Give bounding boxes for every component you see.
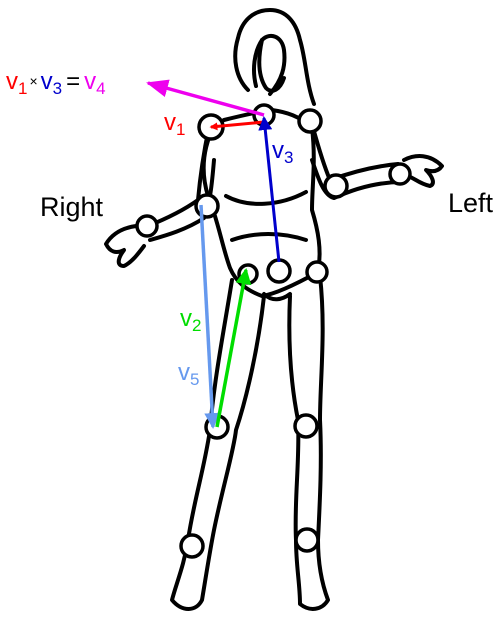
label-v1: v1 bbox=[164, 109, 185, 139]
left-side-label: Left bbox=[448, 188, 494, 218]
crotch-line bbox=[264, 294, 290, 299]
label-v5: v5 bbox=[178, 359, 199, 389]
left-shoulder-joint bbox=[299, 110, 321, 132]
equation: v1×v3=v4 bbox=[6, 68, 106, 98]
left-elbow-joint bbox=[325, 175, 347, 197]
equation-v4-sub: 4 bbox=[96, 79, 105, 98]
right-elbow-joint bbox=[196, 195, 218, 217]
vector-v5-arrow bbox=[201, 205, 213, 427]
left-upper-arm bbox=[312, 124, 398, 180]
left-wrist-joint bbox=[390, 164, 410, 184]
face-outline bbox=[259, 40, 284, 91]
waist-line bbox=[232, 234, 306, 240]
left-hip-joint bbox=[307, 262, 327, 282]
left-knee-joint bbox=[295, 415, 317, 437]
mid-hip-joint bbox=[268, 260, 290, 282]
right-wrist-joint bbox=[137, 216, 157, 236]
label-v2: v2 bbox=[180, 305, 201, 335]
right-side-label: Right bbox=[40, 192, 104, 222]
right-hip-joint bbox=[239, 265, 257, 283]
equation-v4: v bbox=[84, 68, 96, 95]
right-ankle-joint bbox=[181, 535, 203, 557]
equation-v1-sub: 1 bbox=[18, 79, 27, 98]
equation-v3: v bbox=[41, 68, 53, 95]
chest-line bbox=[226, 192, 306, 204]
equation-cross: × bbox=[29, 73, 37, 89]
left-ankle-joint bbox=[296, 529, 318, 551]
equation-v3-sub: 3 bbox=[53, 79, 62, 98]
equation-equals: = bbox=[66, 68, 80, 95]
equation-v1: v bbox=[6, 68, 18, 95]
left-leg bbox=[289, 276, 328, 609]
label-v3: v3 bbox=[272, 137, 293, 167]
